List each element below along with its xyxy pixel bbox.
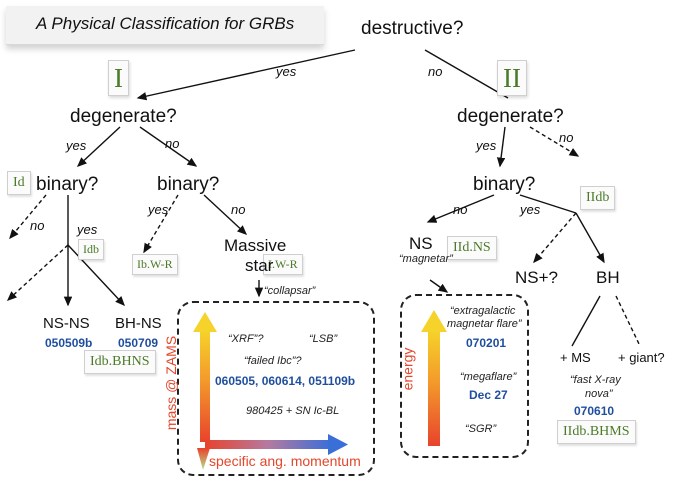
note-failed-ibc: “failed Ibc”?	[244, 355, 302, 367]
note-collapsar: “collapsar”	[264, 285, 316, 297]
axis-label-mass: mass @ ZAMS	[163, 335, 180, 431]
grb-070610: 070610	[574, 404, 615, 418]
energy-box	[400, 294, 529, 458]
class-Idb-tag: Idb	[78, 239, 104, 260]
node-star: star	[245, 256, 274, 275]
axis-label-energy: energy	[399, 347, 416, 391]
grb-050509b: 050509b	[45, 336, 93, 350]
edge-right-bh	[575, 212, 605, 264]
label-yes-mid: yes	[148, 202, 169, 217]
node-plus-giant: + giant?	[618, 350, 665, 365]
energy-axis-head	[421, 310, 447, 332]
grb-dec-27: Dec 27	[469, 388, 508, 402]
label-no-id: no	[30, 218, 45, 233]
note-megaflare: “megaflare”	[460, 371, 517, 383]
note-nova-1: “fast X-ray	[570, 374, 621, 386]
node-plus-ms: + MS	[560, 350, 591, 365]
label-no-left: no	[165, 136, 180, 151]
label-yes-left: yes	[66, 138, 87, 153]
label-no-mid: no	[231, 202, 246, 217]
class-II-box: II	[497, 60, 527, 96]
edge-id-bhns	[67, 244, 125, 307]
edge-deg-left-no	[139, 126, 198, 167]
question-binary-mid: binary?	[157, 174, 220, 195]
note-sn-icbl: 980425 + SN Ic-BL	[246, 405, 340, 417]
mass-momentum-axes	[193, 312, 348, 470]
energy-axis-arrow	[428, 330, 440, 446]
class-IIdbBHMS-tag: IIdb.BHMS	[557, 420, 636, 444]
edge-deg-left-yes	[76, 126, 121, 167]
class-IIdNS-tag: IId.NS	[447, 236, 497, 260]
class-IWR-tag: I.W-R	[263, 254, 303, 275]
edge-mid-no	[203, 194, 248, 235]
note-xrf: “XRF”?	[228, 333, 264, 345]
class-IbWR-tag: Ib.W-R	[132, 254, 178, 275]
node-ns-plus: NS+?	[515, 268, 558, 287]
question-binary-id: binary?	[36, 174, 99, 195]
edge-bh-giant	[615, 295, 641, 347]
edge-bh-ms	[571, 295, 601, 347]
note-magnetar: “magnetar”	[399, 253, 453, 265]
edge-right-no	[426, 194, 495, 223]
label-yes-right: yes	[476, 138, 497, 153]
edge-deg-right-yes	[496, 126, 506, 168]
edge-destructive-II	[424, 49, 509, 99]
label-no-right: no	[559, 130, 574, 145]
class-IIdb-tag: IIdb	[580, 186, 616, 210]
class-Id-tag: Id	[7, 171, 31, 195]
page-title: A Physical Classification for GRBs	[36, 14, 295, 33]
mass-axis-arrow	[200, 330, 210, 442]
label-yes-id: yes	[77, 222, 98, 237]
edge-id-dash	[6, 244, 69, 301]
momentum-axis-arrow	[205, 440, 331, 449]
class-I-box: I	[108, 60, 129, 96]
note-extragalactic-1: “extragalactic	[450, 305, 516, 317]
edge-id-no	[9, 194, 47, 240]
label-yes-ns: yes	[520, 202, 541, 217]
label-yes-top: yes	[276, 64, 297, 79]
momentum-axis-head	[328, 434, 348, 455]
note-lsb: “LSB”	[309, 333, 338, 345]
edge-right-yes	[519, 194, 577, 214]
node-bh: BH	[596, 268, 620, 287]
edge-destructive-I	[136, 49, 356, 101]
question-degenerate-left: degenerate?	[70, 106, 177, 127]
grb-070201: 070201	[466, 336, 507, 350]
edge-deg-right-no	[529, 126, 580, 157]
mass-momentum-box	[177, 301, 375, 476]
node-massive: Massive	[224, 236, 287, 255]
edge-right-nsplus	[533, 212, 577, 264]
question-degenerate-right: degenerate?	[457, 106, 564, 127]
label-no-top: no	[428, 64, 443, 79]
question-destructive: destructive?	[361, 18, 464, 39]
node-bh-ns: BH-NS	[115, 315, 162, 332]
axis-label-momentum: specific ang. momentum	[209, 453, 361, 469]
note-extragalactic-2: magnetar flare”	[447, 318, 522, 330]
node-ns: NS	[409, 234, 433, 253]
class-IdbBHNS-tag: Idb.BHNS	[84, 350, 156, 374]
title-box	[6, 6, 324, 45]
grb-050709: 050709	[118, 336, 159, 350]
note-nova-2: nova”	[585, 388, 613, 400]
label-no-ns: no	[453, 202, 468, 217]
grb-failed-ibc-list: 060505, 060614, 051109b	[215, 374, 356, 388]
node-ns-ns: NS-NS	[43, 315, 90, 332]
note-sgr: “SGR”	[465, 423, 497, 435]
edge-ns-box	[429, 279, 449, 293]
energy-axis	[421, 310, 447, 446]
diagonal-axis-head	[197, 448, 210, 470]
mass-axis-head	[193, 312, 217, 332]
question-binary-right: binary?	[473, 174, 536, 195]
